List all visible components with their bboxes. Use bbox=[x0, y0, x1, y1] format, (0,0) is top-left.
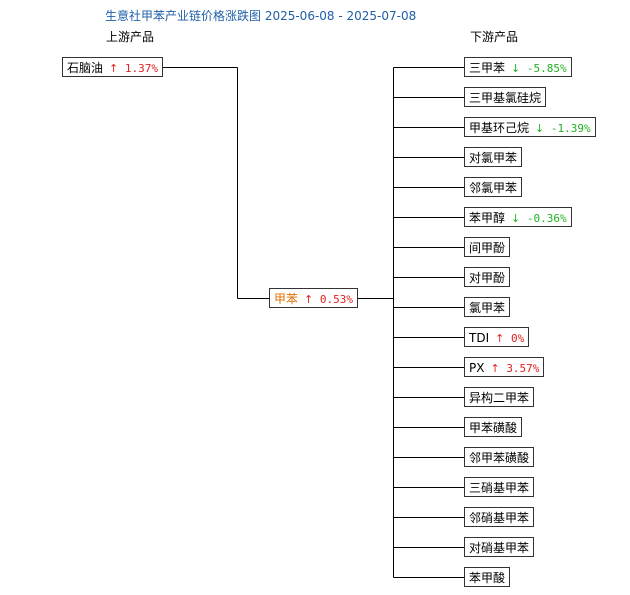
downstream-header: 下游产品 bbox=[470, 30, 519, 44]
downstream-node[interactable]: 邻氯甲苯 bbox=[464, 177, 523, 197]
node-name: 三甲基氯硅烷 bbox=[469, 91, 542, 105]
arrow-up-icon: ↑ bbox=[490, 362, 500, 375]
downstream-node[interactable]: 对氯甲苯 bbox=[464, 147, 523, 167]
arrow-up-icon: ↑ bbox=[304, 293, 314, 306]
downstream-node[interactable]: 苯甲醇 ↓ -0.36% bbox=[464, 207, 572, 227]
downstream-node[interactable]: 氯甲苯 bbox=[464, 297, 511, 317]
center-node[interactable]: 甲苯 ↑ 0.53% bbox=[269, 288, 358, 308]
arrow-down-icon: ↓ bbox=[511, 212, 521, 225]
change-value: ↑ 0% bbox=[495, 332, 524, 345]
node-name: 甲基环己烷 bbox=[469, 121, 530, 135]
node-name: TDI bbox=[469, 331, 490, 345]
node-name: 对硝基甲苯 bbox=[469, 541, 530, 555]
change-value: ↓ -5.85% bbox=[511, 62, 567, 75]
node-name: 对氯甲苯 bbox=[469, 151, 518, 165]
node-name: 对甲酚 bbox=[469, 271, 506, 285]
node-name: 苯甲醇 bbox=[469, 211, 506, 225]
change-percent: -1.39% bbox=[550, 122, 591, 135]
change-percent: 0% bbox=[510, 332, 525, 345]
change-percent: 0.53% bbox=[319, 293, 353, 306]
downstream-node[interactable]: 三甲基氯硅烷 bbox=[464, 87, 547, 107]
downstream-node[interactable]: TDI ↑ 0% bbox=[464, 327, 530, 347]
node-name: 甲苯磺酸 bbox=[469, 421, 518, 435]
node-name: 苯甲酸 bbox=[469, 571, 506, 585]
downstream-node[interactable]: 三硝基甲苯 bbox=[464, 477, 535, 497]
node-name: 氯甲苯 bbox=[469, 301, 506, 315]
downstream-node[interactable]: 异构二甲苯 bbox=[464, 387, 535, 407]
node-name: 甲苯 bbox=[274, 292, 299, 306]
change-percent: 3.57% bbox=[506, 362, 540, 375]
chart-title: 生意社甲苯产业链价格涨跌图 2025-06-08 - 2025-07-08 bbox=[105, 9, 417, 23]
downstream-node[interactable]: 三甲苯 ↓ -5.85% bbox=[464, 57, 572, 77]
downstream-node[interactable]: 甲苯磺酸 bbox=[464, 417, 523, 437]
change-value: ↑ 3.57% bbox=[490, 362, 539, 375]
downstream-node[interactable]: 苯甲酸 bbox=[464, 567, 511, 587]
change-percent: -0.36% bbox=[526, 212, 567, 225]
node-name: 三甲苯 bbox=[469, 61, 506, 75]
downstream-node[interactable]: 邻甲苯磺酸 bbox=[464, 447, 535, 467]
node-name: 邻硝基甲苯 bbox=[469, 511, 530, 525]
change-value: ↓ -1.39% bbox=[535, 122, 591, 135]
node-name: 间甲酚 bbox=[469, 241, 506, 255]
downstream-node[interactable]: 邻硝基甲苯 bbox=[464, 507, 535, 527]
downstream-node[interactable]: 对硝基甲苯 bbox=[464, 537, 535, 557]
change-value: ↑ 0.53% bbox=[304, 293, 353, 306]
arrow-up-icon: ↑ bbox=[109, 62, 119, 75]
arrow-down-icon: ↓ bbox=[511, 62, 521, 75]
upstream-node[interactable]: 石脑油 ↑ 1.37% bbox=[62, 57, 163, 77]
change-percent: 1.37% bbox=[124, 62, 158, 75]
change-value: ↑ 1.37% bbox=[109, 62, 158, 75]
downstream-node[interactable]: 对甲酚 bbox=[464, 267, 511, 287]
upstream-header: 上游产品 bbox=[106, 30, 155, 44]
node-name: 异构二甲苯 bbox=[469, 391, 530, 405]
change-percent: -5.85% bbox=[526, 62, 567, 75]
downstream-node[interactable]: PX ↑ 3.57% bbox=[464, 357, 545, 377]
downstream-node[interactable]: 间甲酚 bbox=[464, 237, 511, 257]
node-name: 邻氯甲苯 bbox=[469, 181, 518, 195]
node-name: PX bbox=[469, 361, 485, 375]
arrow-up-icon: ↑ bbox=[495, 332, 505, 345]
node-name: 石脑油 bbox=[67, 61, 104, 75]
arrow-down-icon: ↓ bbox=[535, 122, 545, 135]
downstream-node[interactable]: 甲基环己烷 ↓ -1.39% bbox=[464, 117, 596, 137]
change-value: ↓ -0.36% bbox=[511, 212, 567, 225]
node-name: 邻甲苯磺酸 bbox=[469, 451, 530, 465]
node-name: 三硝基甲苯 bbox=[469, 481, 530, 495]
